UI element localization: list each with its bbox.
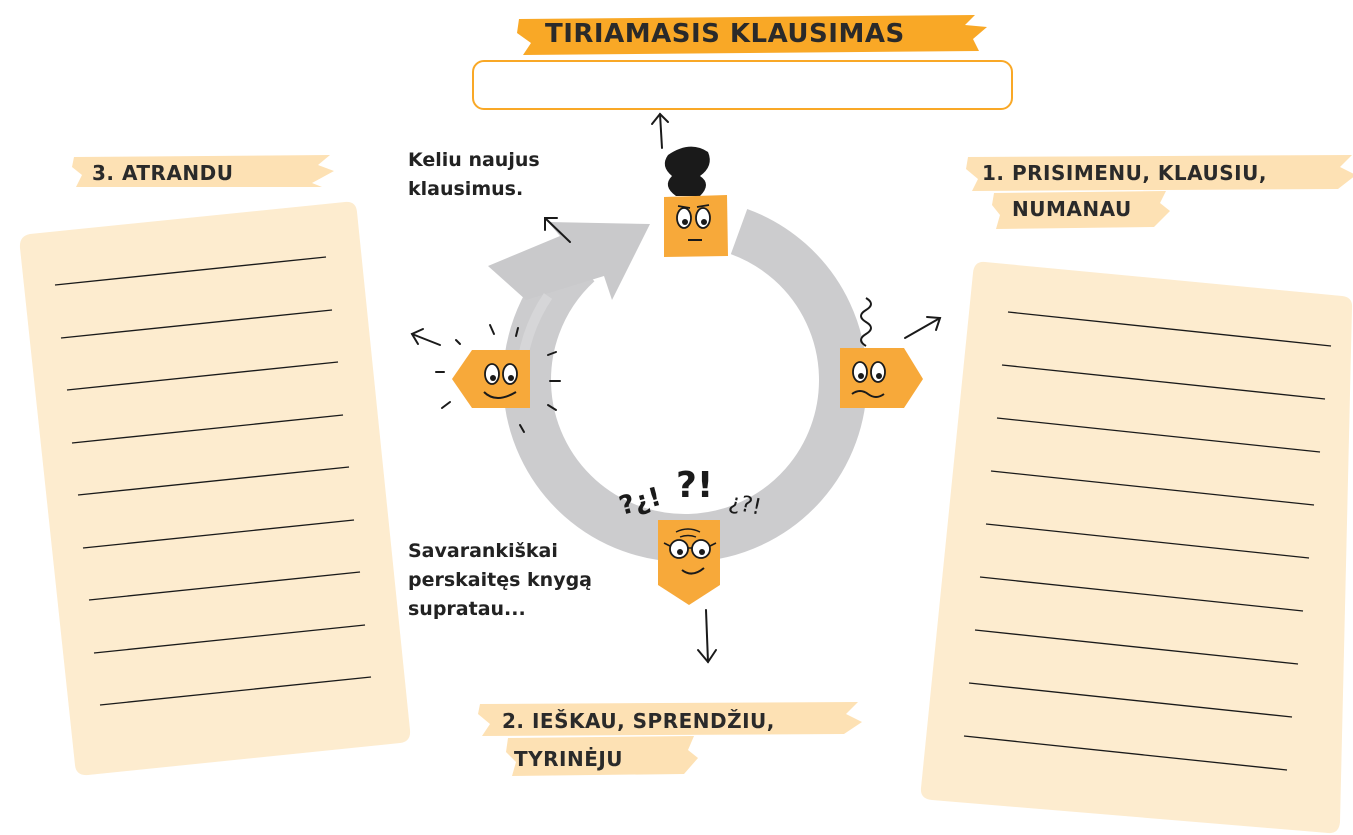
stage-2-banner: 2. IEŠKAU, SPRENDŽIU, TYRINĖJU — [478, 702, 862, 778]
title-banner-brush — [517, 15, 987, 55]
question-marks-center: ?! — [676, 465, 713, 506]
left-card-lines — [54, 256, 372, 706]
note-new-questions-line1: Keliu naujus — [408, 149, 540, 171]
stage-3-brush — [72, 155, 334, 187]
happy-character-icon — [840, 297, 923, 408]
thinking-character-icon — [664, 146, 728, 257]
note-new-questions: Keliu naujus klausimus. — [408, 146, 540, 204]
note-understood: Savarankiškai perskaitęs knygą supratau.… — [408, 537, 592, 624]
arrow-icon — [544, 217, 571, 243]
right-card-lines — [963, 311, 1332, 771]
research-question-input[interactable] — [472, 60, 1013, 110]
arrows — [410, 112, 942, 664]
cycle-arrow — [488, 198, 867, 562]
title-banner: TIRIAMASIS KLAUSIMAS — [517, 15, 987, 55]
stage-2-brush — [478, 702, 862, 776]
stage-1-brush — [966, 155, 1353, 229]
stage-3-label: 3. ATRANDU — [92, 161, 234, 185]
stage-1-label-line1: 1. PRISIMENU, KLAUSIU, — [982, 161, 1267, 185]
arrow-icon — [410, 328, 441, 346]
arrow-icon — [651, 112, 669, 149]
left-writing-card[interactable] — [19, 201, 411, 776]
note-understood-line3: supratau... — [408, 598, 526, 620]
page-title: TIRIAMASIS KLAUSIMAS — [545, 19, 905, 49]
right-writing-card[interactable] — [920, 261, 1353, 834]
stage-1-label-line2: NUMANAU — [1012, 197, 1132, 221]
arrow-icon — [697, 609, 717, 664]
stage-1-banner: 1. PRISIMENU, KLAUSIU, NUMANAU — [966, 155, 1353, 229]
stage-2-label-line2: TYRINĖJU — [514, 747, 624, 771]
note-understood-line1: Savarankiškai — [408, 540, 558, 562]
idea-character-icon — [435, 324, 561, 433]
stage-2-label-line1: 2. IEŠKAU, SPRENDŽIU, — [502, 709, 775, 733]
note-new-questions-line2: klausimus. — [408, 178, 524, 200]
reading-character-icon — [658, 520, 720, 605]
stage-3-banner: 3. ATRANDU — [72, 155, 334, 187]
arrow-icon — [904, 316, 942, 339]
note-understood-line2: perskaitęs knygą — [408, 569, 592, 591]
